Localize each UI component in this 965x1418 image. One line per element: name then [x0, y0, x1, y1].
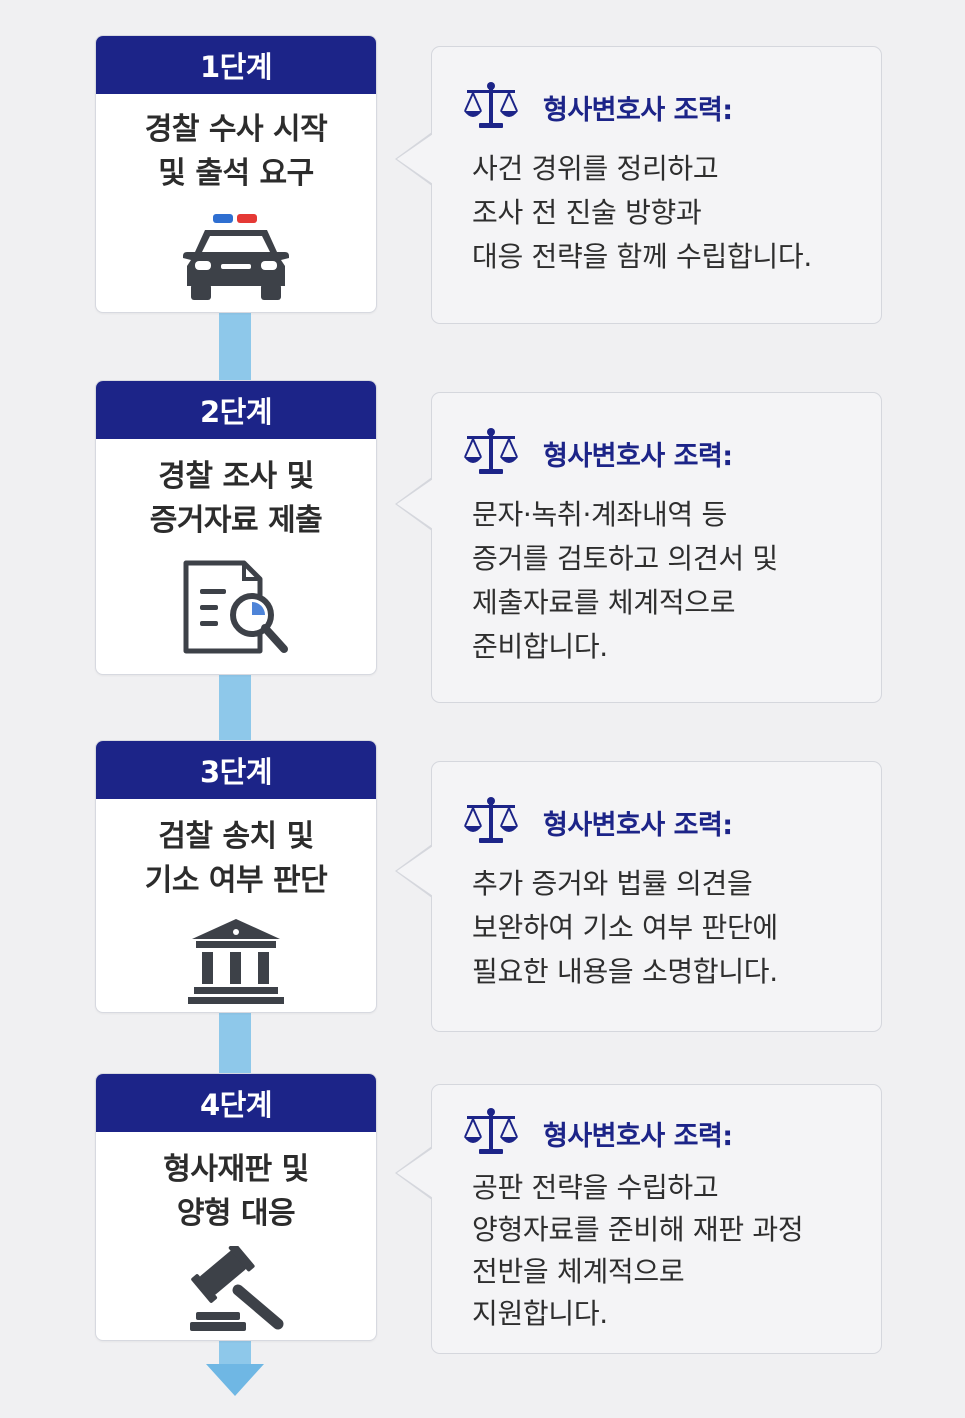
support-line: 필요한 내용을 소명합니다. [472, 955, 778, 988]
step-title-line: 기소 여부 판단 [144, 863, 328, 898]
scales-of-justice-icon [464, 797, 518, 843]
connector-line-end [219, 1339, 251, 1366]
scales-of-justice-icon [464, 82, 518, 128]
connector-line-3-4 [219, 1011, 251, 1074]
gavel-icon [190, 1246, 284, 1331]
document-search-icon [183, 560, 288, 654]
step-card-1: 1단계 경찰 수사 시작 및 출석 요구 [95, 35, 377, 313]
step-title-line: 형사재판 및 [163, 1152, 309, 1187]
step-card-4: 4단계 형사재판 및 양형 대응 [95, 1073, 377, 1341]
support-text: 문자·녹취·계좌내역 등 증거를 검토하고 의견서 및 제출자료를 체계적으로 … [472, 493, 881, 669]
step-title-line: 증거자료 제출 [149, 503, 323, 538]
step-title-line: 경찰 조사 및 [158, 459, 314, 494]
support-bubble-2: 형사변호사 조력: 문자·녹취·계좌내역 등 증거를 검토하고 의견서 및 제출… [395, 392, 882, 703]
step-card-3: 3단계 검찰 송치 및 기소 여부 판단 [95, 740, 377, 1013]
police-car-icon [183, 214, 289, 300]
support-line: 사건 경위를 정리하고 [472, 152, 719, 185]
support-bubble-1: 형사변호사 조력: 사건 경위를 정리하고 조사 전 진술 방향과 대응 전략을… [395, 46, 882, 324]
down-arrow-icon [206, 1364, 264, 1396]
support-line: 전반을 체계적으로 [472, 1255, 685, 1288]
step-title: 경찰 수사 시작 및 출석 요구 [96, 108, 376, 196]
step-label: 2단계 [96, 381, 376, 439]
support-line: 양형자료를 준비해 재판 과정 [472, 1213, 804, 1246]
step-title-line: 검찰 송치 및 [158, 819, 314, 854]
support-heading: 형사변호사 조력: [543, 440, 733, 472]
step-title: 형사재판 및 양형 대응 [96, 1148, 376, 1236]
support-line: 제출자료를 체계적으로 [472, 586, 736, 619]
step-label: 1단계 [96, 36, 376, 94]
step-label: 4단계 [96, 1074, 376, 1132]
support-line: 대응 전략을 함께 수립합니다. [472, 240, 812, 273]
support-line: 증거를 검토하고 의견서 및 [472, 542, 778, 575]
step-title: 검찰 송치 및 기소 여부 판단 [96, 815, 376, 903]
support-heading: 형사변호사 조력: [543, 1120, 733, 1152]
scales-of-justice-icon [464, 1108, 518, 1154]
connector-line-2-3 [219, 673, 251, 741]
step-title-line: 및 출석 요구 [158, 156, 314, 191]
support-line: 문자·녹취·계좌내역 등 [472, 498, 727, 531]
step-card-2: 2단계 경찰 조사 및 증거자료 제출 [95, 380, 377, 675]
support-bubble-4: 형사변호사 조력: 공판 전략을 수립하고 양형자료를 준비해 재판 과정 전반… [395, 1084, 882, 1354]
support-line: 준비합니다. [472, 630, 608, 663]
step-title-line: 경찰 수사 시작 [144, 112, 328, 147]
support-line: 보완하여 기소 여부 판단에 [472, 911, 778, 944]
support-heading: 형사변호사 조력: [543, 94, 733, 126]
courthouse-icon [188, 919, 284, 1004]
support-text: 사건 경위를 정리하고 조사 전 진술 방향과 대응 전략을 함께 수립합니다. [472, 147, 881, 279]
support-line: 지원합니다. [472, 1297, 608, 1330]
connector-line-1-2 [219, 311, 251, 381]
support-text: 추가 증거와 법률 의견을 보완하여 기소 여부 판단에 필요한 내용을 소명합… [472, 862, 881, 994]
support-bubble-3: 형사변호사 조력: 추가 증거와 법률 의견을 보완하여 기소 여부 판단에 필… [395, 761, 882, 1032]
step-title-line: 양형 대응 [176, 1196, 296, 1231]
scales-of-justice-icon [464, 428, 518, 474]
support-text: 공판 전략을 수립하고 양형자료를 준비해 재판 과정 전반을 체계적으로 지원… [472, 1167, 881, 1335]
support-line: 추가 증거와 법률 의견을 [472, 867, 753, 900]
support-line: 조사 전 진술 방향과 [472, 196, 702, 229]
step-title: 경찰 조사 및 증거자료 제출 [96, 455, 376, 543]
step-label: 3단계 [96, 741, 376, 799]
support-line: 공판 전략을 수립하고 [472, 1171, 719, 1204]
support-heading: 형사변호사 조력: [543, 809, 733, 841]
